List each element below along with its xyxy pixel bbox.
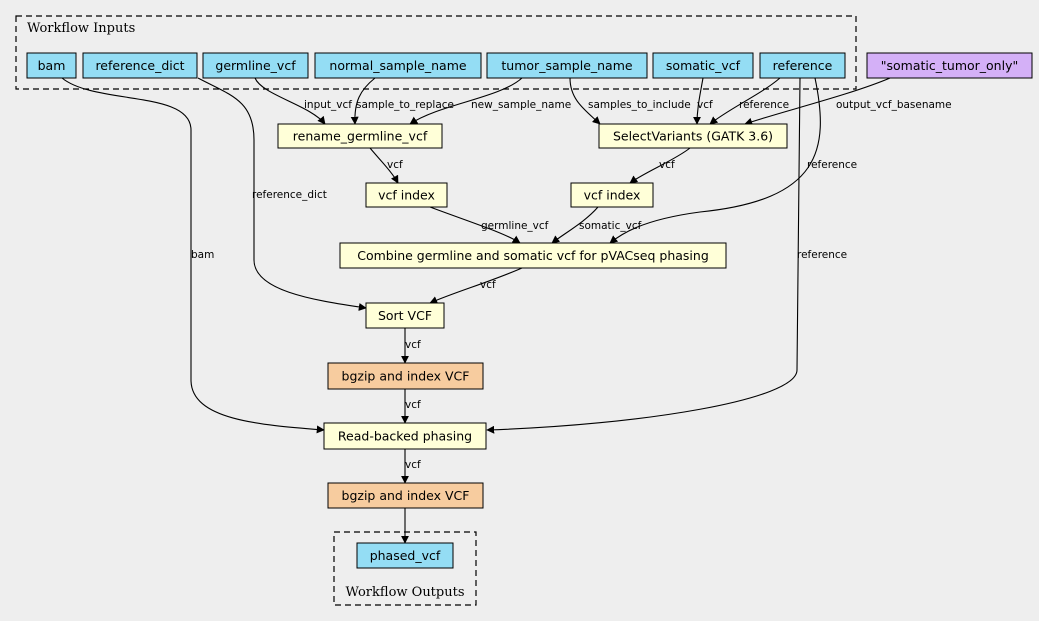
edges <box>61 77 891 544</box>
node-rename-germline-vcf[interactable]: rename_germline_vcf <box>277 123 443 149</box>
edge-label-vcf-sort-out: vcf <box>405 339 421 351</box>
edge-tumor-to-select <box>569 77 601 125</box>
edge-label-samples-to-include: samples_to_include <box>588 99 691 111</box>
edge-label-sample-to-replace: sample_to_replace <box>356 99 454 111</box>
edge-label-vcf-rename-out: vcf <box>387 159 403 171</box>
edge-labels: input_vcf sample_to_replace new_sample_n… <box>191 99 952 471</box>
edge-label-reference-select: reference <box>739 99 789 111</box>
svg-text:phased_vcf: phased_vcf <box>370 548 441 563</box>
node-vcf-index-germline[interactable]: vcf index <box>365 182 448 208</box>
edge-label-output-vcf-basename: output_vcf_basename <box>836 99 952 111</box>
svg-text:vcf index: vcf index <box>378 188 435 203</box>
workflow-inputs-label: Workflow Inputs <box>27 21 135 36</box>
node-bam[interactable]: bam <box>26 52 77 79</box>
edge-somatic-to-select <box>693 77 704 125</box>
edge-refdict-to-sort <box>197 77 367 311</box>
node-germline-vcf[interactable]: germline_vcf <box>202 52 309 79</box>
svg-text:Combine germline and somatic v: Combine germline and somatic vcf for pVA… <box>357 248 709 263</box>
edge-select-to-index2 <box>629 147 691 184</box>
edge-reference-to-select <box>709 77 781 125</box>
workflow-inputs-cluster: Workflow Inputs <box>15 15 857 90</box>
edge-label-bam: bam <box>191 249 214 261</box>
node-bgzip-index-2[interactable]: bgzip and index VCF <box>327 482 484 509</box>
node-read-backed-phasing[interactable]: Read-backed phasing <box>323 422 487 450</box>
edge-label-vcf-select-out: vcf <box>659 159 675 171</box>
edge-label-vcf-combine-out: vcf <box>480 279 496 291</box>
edge-label-vcf-phasing-out: vcf <box>405 459 421 471</box>
workflow-outputs-label: Workflow Outputs <box>346 585 465 600</box>
svg-text:rename_germline_vcf: rename_germline_vcf <box>293 129 428 144</box>
edge-literal-to-select <box>744 77 891 126</box>
edge-reference-to-combine <box>609 77 821 244</box>
edge-index2-to-combine <box>551 206 599 244</box>
node-phased-vcf[interactable]: phased_vcf <box>356 542 454 569</box>
edge-tumor-to-rename <box>409 77 523 125</box>
edge-germline-to-rename <box>254 77 326 125</box>
svg-text:bam: bam <box>38 58 66 73</box>
svg-text:bgzip and index VCF: bgzip and index VCF <box>342 488 470 503</box>
svg-text:Sort VCF: Sort VCF <box>378 308 432 323</box>
edge-reference-to-phasing <box>486 77 801 434</box>
svg-text:Read-backed phasing: Read-backed phasing <box>338 429 472 444</box>
edge-label-reference-phasing: reference <box>797 249 847 261</box>
node-combine-vcf[interactable]: Combine germline and somatic vcf for pVA… <box>339 242 727 269</box>
edge-label-vcf-somatic: vcf <box>697 99 713 111</box>
node-reference[interactable]: reference <box>759 52 846 79</box>
node-somatic-vcf[interactable]: somatic_vcf <box>652 52 754 79</box>
svg-text:reference: reference <box>773 58 833 73</box>
svg-text:somatic_vcf: somatic_vcf <box>666 58 741 73</box>
svg-text:bgzip and index VCF: bgzip and index VCF <box>342 369 470 384</box>
edge-rename-to-index1 <box>369 147 399 184</box>
edge-label-germline-vcf: germline_vcf <box>481 220 549 232</box>
node-reference-dict[interactable]: reference_dict <box>82 52 198 79</box>
edge-combine-to-sort <box>429 267 523 304</box>
edge-label-somatic-vcf: somatic_vcf <box>579 220 642 232</box>
node-select-variants[interactable]: SelectVariants (GATK 3.6) <box>598 123 788 149</box>
edge-label-input-vcf: input_vcf <box>304 99 352 111</box>
edge-index1-to-combine <box>429 206 521 244</box>
node-bgzip-index-1[interactable]: bgzip and index VCF <box>327 362 484 390</box>
svg-text:SelectVariants (GATK 3.6): SelectVariants (GATK 3.6) <box>613 129 773 144</box>
svg-text:germline_vcf: germline_vcf <box>215 58 296 73</box>
node-sort-vcf[interactable]: Sort VCF <box>365 302 445 329</box>
node-vcf-index-somatic[interactable]: vcf index <box>570 182 654 208</box>
edge-label-reference-dict: reference_dict <box>252 189 327 201</box>
edge-label-reference-combine: reference <box>807 159 857 171</box>
svg-text:normal_sample_name: normal_sample_name <box>329 58 467 73</box>
svg-text:"somatic_tumor_only": "somatic_tumor_only" <box>881 58 1018 73</box>
svg-text:vcf index: vcf index <box>584 188 641 203</box>
edge-normal-to-rename <box>350 77 376 125</box>
edge-label-new-sample-name: new_sample_name <box>471 99 571 111</box>
edge-label-vcf-bgzip1-out: vcf <box>405 399 421 411</box>
node-literal-somatic-tumor-only[interactable]: "somatic_tumor_only" <box>866 52 1033 79</box>
node-tumor-sample-name[interactable]: tumor_sample_name <box>486 52 648 79</box>
svg-text:tumor_sample_name: tumor_sample_name <box>501 58 632 73</box>
edge-bam-to-phasing <box>61 77 325 434</box>
svg-text:reference_dict: reference_dict <box>95 58 184 73</box>
node-normal-sample-name[interactable]: normal_sample_name <box>314 52 482 79</box>
